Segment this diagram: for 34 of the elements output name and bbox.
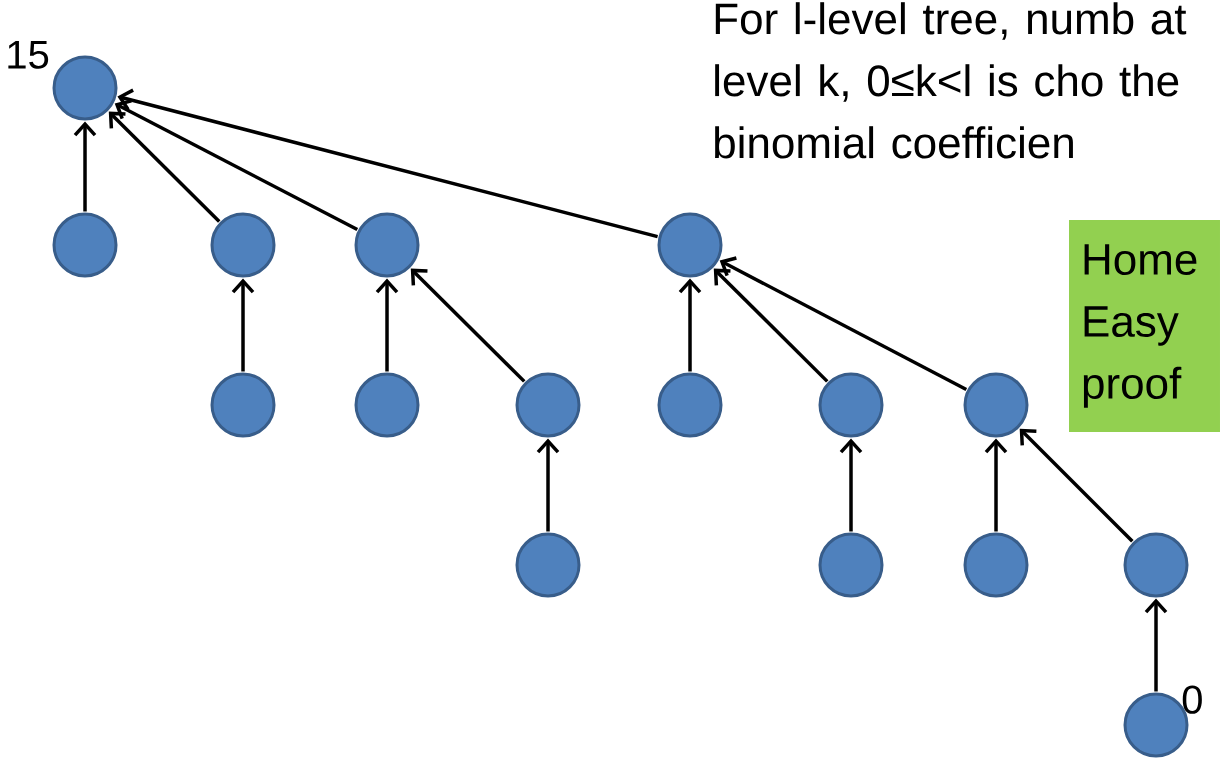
tree-node-circle: [210, 212, 276, 278]
arrow: [678, 278, 702, 372]
arrow: [713, 268, 829, 383]
arrow: [231, 278, 255, 372]
arrow: [375, 278, 399, 372]
tree-node-circle: [515, 532, 581, 598]
tree-node-circle: [963, 372, 1029, 438]
tree-node-circle: [210, 372, 276, 438]
arrow: [984, 438, 1008, 532]
tree-node-circle: [52, 212, 118, 278]
arrow: [1019, 428, 1134, 543]
arrow: [108, 111, 221, 223]
arrow: [1144, 598, 1168, 692]
arrow: [410, 268, 526, 383]
tree-node-circle: [515, 372, 581, 438]
tree-node-circle: [963, 532, 1029, 598]
node-number: 15: [8, 40, 49, 69]
arrow: [117, 88, 659, 239]
arrow: [719, 256, 968, 392]
tree-node-circle: [657, 372, 723, 438]
arrow: [536, 438, 560, 532]
arrow: [114, 99, 359, 232]
tree-node-circle: [354, 372, 420, 438]
tree-node-circle: [52, 55, 118, 121]
arrow: [73, 121, 97, 212]
tree-node-circle: [818, 532, 884, 598]
note-box: Home Easy proof: [1069, 220, 1220, 432]
description-text: For l-level tree, numb at level k, 0≤k<l is cho the binomial coefficien: [715, 2, 1187, 159]
tree-node-circle: [1123, 532, 1189, 598]
tree-node-circle: [818, 372, 884, 438]
tree-node-circle: [657, 212, 723, 278]
arrow: [839, 438, 863, 532]
node-number: 0: [1182, 685, 1202, 714]
tree-node-circle: [354, 212, 420, 278]
